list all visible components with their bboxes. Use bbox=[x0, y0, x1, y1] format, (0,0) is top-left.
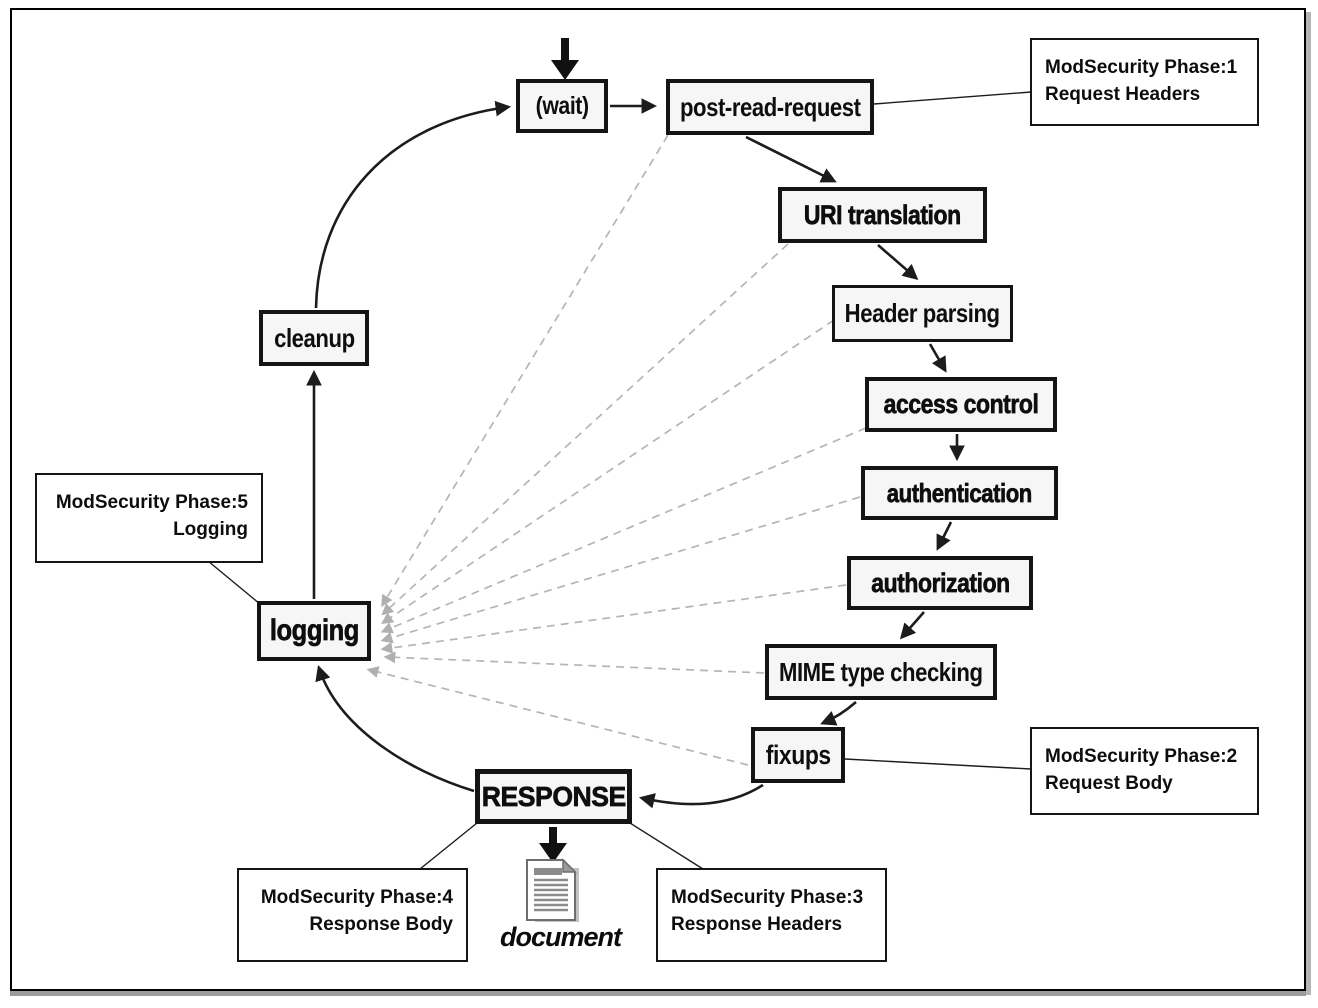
connector-phase1 bbox=[873, 91, 1032, 105]
node-fixups-label: fixups bbox=[765, 739, 831, 770]
arrow-header-parsing-to-access-control bbox=[928, 343, 947, 373]
dashed-fixups-to-logging bbox=[366, 666, 749, 766]
node-logging-label: logging bbox=[269, 614, 359, 648]
node-authorization: authorization bbox=[847, 556, 1033, 610]
entry-arrow bbox=[551, 38, 579, 80]
annotation-phase5-line2: Logging bbox=[173, 518, 248, 540]
annotation-phase1-line1: ModSecurity Phase:1 bbox=[1045, 57, 1238, 78]
document-icon bbox=[517, 858, 593, 928]
node-access-control: access control bbox=[865, 377, 1057, 432]
annotation-phase2-line1: ModSecurity Phase:2 bbox=[1045, 746, 1238, 767]
node-cleanup-label: cleanup bbox=[273, 322, 355, 353]
node-access-control-label: access control bbox=[883, 389, 1039, 420]
dashed-mime-type-checking-to-logging bbox=[383, 651, 765, 674]
annotation-phase4-line2: Response Body bbox=[309, 913, 453, 935]
node-cleanup: cleanup bbox=[259, 310, 369, 366]
arrow-post-read-request-to-uri-translation bbox=[745, 135, 837, 183]
arrow-uri-translation-to-header-parsing bbox=[877, 244, 919, 281]
dashed-header-parsing-to-logging bbox=[381, 319, 835, 624]
arrow-cleanup-to-wait bbox=[314, 100, 512, 309]
node-authorization-label: authorization bbox=[870, 567, 1010, 598]
node-post-read-request: post-read-request bbox=[666, 79, 874, 135]
node-header-parsing-label: Header parsing bbox=[845, 298, 1000, 328]
node-authentication: authentication bbox=[861, 466, 1058, 520]
annotation-modsecurity-phase-2: ModSecurity Phase:2 Request Body bbox=[1030, 727, 1259, 815]
node-wait-label: (wait) bbox=[535, 91, 589, 120]
annotation-modsecurity-phase-5: ModSecurity Phase:5 Logging bbox=[35, 473, 263, 563]
node-post-read-request-label: post-read-request bbox=[679, 91, 861, 122]
arrow-authorization-to-mime-type-checking bbox=[899, 611, 925, 640]
node-wait: (wait) bbox=[516, 79, 608, 133]
dashed-access-control-to-logging bbox=[380, 427, 867, 634]
annotation-modsecurity-phase-4: ModSecurity Phase:4 Response Body bbox=[237, 868, 468, 962]
node-logging: logging bbox=[257, 601, 371, 661]
document-arrow bbox=[539, 827, 567, 863]
annotation-phase1-line2: Request Headers bbox=[1045, 83, 1201, 105]
annotation-modsecurity-phase-1: ModSecurity Phase:1 Request Headers bbox=[1030, 38, 1259, 126]
node-mime-type-checking-label: MIME type checking bbox=[779, 656, 983, 687]
dashed-uri-translation-to-logging bbox=[381, 243, 789, 616]
arrow-response-to-logging bbox=[315, 665, 475, 793]
node-response-label: RESPONSE bbox=[481, 780, 626, 812]
annotation-connectors bbox=[207, 91, 1032, 870]
dashed-logging-lines bbox=[366, 134, 867, 766]
connector-phase2 bbox=[844, 758, 1032, 770]
annotation-modsecurity-phase-3: ModSecurity Phase:3 Response Headers bbox=[656, 868, 887, 962]
node-uri-translation-label: URI translation bbox=[804, 199, 962, 230]
flow-arrows bbox=[306, 98, 965, 809]
dashed-post-read-request-to-logging bbox=[381, 134, 669, 608]
connector-phase5 bbox=[207, 560, 261, 605]
connector-phase3 bbox=[629, 822, 704, 870]
node-fixups: fixups bbox=[751, 727, 845, 783]
annotation-phase4-line1: ModSecurity Phase:4 bbox=[260, 887, 453, 908]
arrow-fixups-to-response bbox=[638, 783, 764, 809]
node-uri-translation: URI translation bbox=[778, 187, 987, 243]
annotation-phase5-line1: ModSecurity Phase:5 bbox=[55, 492, 248, 513]
arrow-authentication-to-authorization bbox=[936, 521, 953, 551]
document-label: document bbox=[499, 922, 622, 952]
dashed-authorization-to-logging bbox=[380, 584, 847, 654]
node-authentication-label: authentication bbox=[886, 477, 1033, 508]
annotation-phase2-line2: Request Body bbox=[1045, 772, 1173, 794]
annotation-phase3-line1: ModSecurity Phase:3 bbox=[671, 887, 864, 908]
node-response: RESPONSE bbox=[475, 769, 632, 824]
annotation-phase3-line2: Response Headers bbox=[671, 913, 843, 935]
connector-phase4 bbox=[419, 822, 478, 870]
node-mime-type-checking: MIME type checking bbox=[765, 644, 997, 700]
dashed-authentication-to-logging bbox=[380, 496, 861, 644]
arrow-mime-type-checking-to-fixups bbox=[820, 701, 857, 726]
node-header-parsing: Header parsing bbox=[832, 285, 1013, 342]
